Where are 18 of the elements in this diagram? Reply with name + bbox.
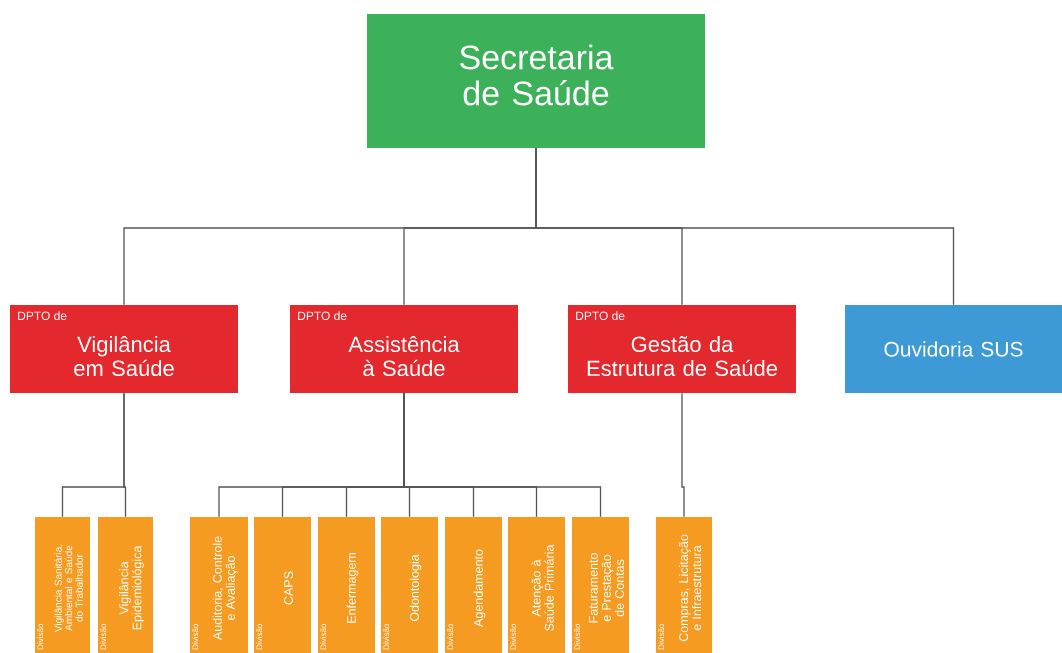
ombudsman-box: Ouvidoria SUS [845,305,1062,393]
division-box: Divisão Odontologia [381,517,438,653]
secretariat-box: Secretaria de Saúde [367,14,705,148]
division-box: Divisão Agendamento [445,517,502,653]
connector-line [403,392,602,518]
division-box: Divisão Auditoria, Controle e Avaliação [190,517,248,653]
connector-line [681,392,685,518]
division-box: Divisão Vigilância Epidemiológica [98,517,153,653]
department-box: DPTO de Gestão da Estrutura de Saúde [568,305,796,393]
division-box: Divisão CAPS [254,517,311,653]
connector-line [123,392,127,518]
connector-line [535,147,955,306]
department-box: DPTO de Vigilância em Saúde [10,305,238,393]
division-box: Divisão Vigilância Sanitária, Ambiental e Saúde do Trabalhador [35,517,90,653]
department-box: DPTO de Assistência à Saúde [290,305,518,393]
division-box: Divisão Atenção à Saúde Primária [508,517,565,653]
division-box: Divisão Enfermagem [318,517,375,653]
division-box: Divisão Faturamento e Prestação de Contas [572,517,629,653]
